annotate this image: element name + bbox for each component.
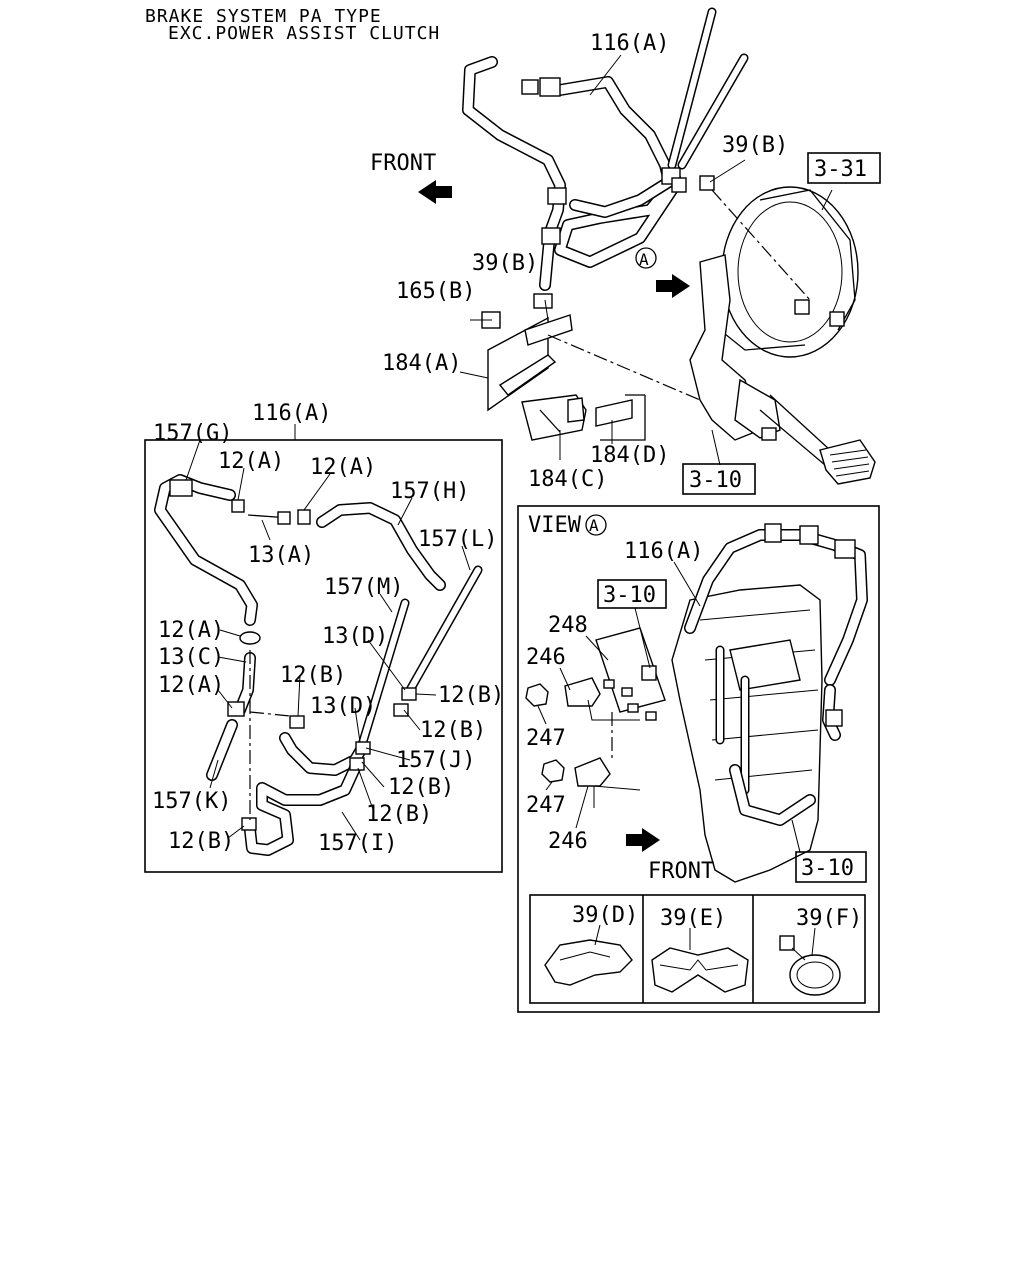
view-label-246-1: 246	[526, 645, 566, 670]
clips-dividers	[642, 895, 754, 1003]
view-header-marker: A	[589, 516, 599, 535]
detail-view-frame	[517, 505, 880, 1013]
label-12b-2: 12(B)	[438, 683, 504, 708]
label-13d-2: 13(D)	[310, 694, 376, 719]
view-ref-box-3-10	[597, 579, 667, 609]
detail-left-header: 116(A)	[252, 401, 331, 426]
label-157h: 157(H)	[390, 479, 469, 504]
label-184c: 184(C)	[528, 467, 607, 492]
view-label-front: FRONT	[648, 859, 714, 884]
view-ref-3-10: 3-10	[603, 583, 656, 608]
bracket-184d	[595, 399, 633, 427]
label-184d: 184(D)	[590, 443, 669, 468]
view-label-116a: 116(A)	[624, 539, 703, 564]
view-label-247-2: 247	[526, 793, 566, 818]
clip-39f-label: 39(F)	[796, 906, 862, 931]
view-label-247-1: 247	[526, 726, 566, 751]
label-13a: 13(A)	[248, 543, 314, 568]
clip-39d-label: 39(D)	[572, 903, 638, 928]
bracket-184a	[481, 293, 573, 412]
pedal-bracket	[689, 254, 876, 485]
detail-view-parts	[525, 523, 868, 883]
label-157i: 157(I)	[318, 831, 397, 856]
view-label-246-2: 246	[548, 829, 588, 854]
view-marker: A	[639, 250, 649, 269]
detail-left-parts	[154, 439, 483, 856]
view-ref-3-10-2: 3-10	[801, 856, 854, 881]
label-39b-upper: 39(B)	[722, 133, 788, 158]
label-184a: 184(A)	[382, 351, 461, 376]
label-12a-1: 12(A)	[218, 449, 284, 474]
label-157k: 157(K)	[152, 789, 231, 814]
ref-box-3-10-main	[682, 463, 756, 495]
label-39b-lower: 39(B)	[472, 251, 538, 276]
label-157m: 157(M)	[324, 575, 403, 600]
label-front-main: FRONT	[370, 151, 436, 176]
front-arrow-main	[418, 180, 452, 204]
label-165b: 165(B)	[396, 279, 475, 304]
detail-left-frame	[144, 439, 503, 873]
clips-frame	[529, 894, 866, 1004]
label-12a-4: 12(A)	[158, 673, 224, 698]
view-header-word: VIEW	[528, 513, 582, 538]
ref-3-31: 3-31	[814, 157, 867, 182]
brake-booster	[719, 186, 859, 358]
label-157j: 157(J)	[396, 748, 475, 773]
label-13d-1: 13(D)	[322, 624, 388, 649]
label-12b-4: 12(B)	[388, 775, 454, 800]
title-line-1: BRAKE SYSTEM PA TYPE	[145, 6, 382, 27]
title-line-2: EXC.POWER ASSIST CLUTCH	[168, 23, 440, 44]
view-header-circle	[585, 514, 607, 536]
label-12a-2: 12(A)	[310, 455, 376, 480]
view-a-arrow	[656, 274, 690, 298]
clip-39e-label: 39(E)	[660, 906, 726, 931]
bracket-184c	[521, 394, 587, 441]
label-12b-5: 12(B)	[366, 802, 432, 827]
view-marker-circle	[635, 247, 657, 269]
label-157g: 157(G)	[153, 421, 232, 446]
label-116a-top: 116(A)	[590, 31, 669, 56]
hose-116a-assembly	[462, 7, 749, 291]
view-label-248: 248	[548, 613, 588, 638]
label-13c: 13(C)	[158, 645, 224, 670]
clip-39f	[779, 927, 841, 996]
label-12a-3: 12(A)	[158, 618, 224, 643]
main-assembly	[418, 7, 876, 485]
ref-3-10-main: 3-10	[689, 468, 742, 493]
clip-39d	[544, 924, 633, 986]
label-12b-1: 12(B)	[280, 663, 346, 688]
main-leader-lines	[459, 54, 833, 466]
label-12b-6: 12(B)	[168, 829, 234, 854]
label-157l: 157(L)	[418, 527, 497, 552]
label-12b-3: 12(B)	[420, 718, 486, 743]
clip-39e	[651, 928, 749, 993]
ref-box-3-31	[807, 152, 881, 184]
view-ref-box-3-10-2	[795, 851, 867, 883]
